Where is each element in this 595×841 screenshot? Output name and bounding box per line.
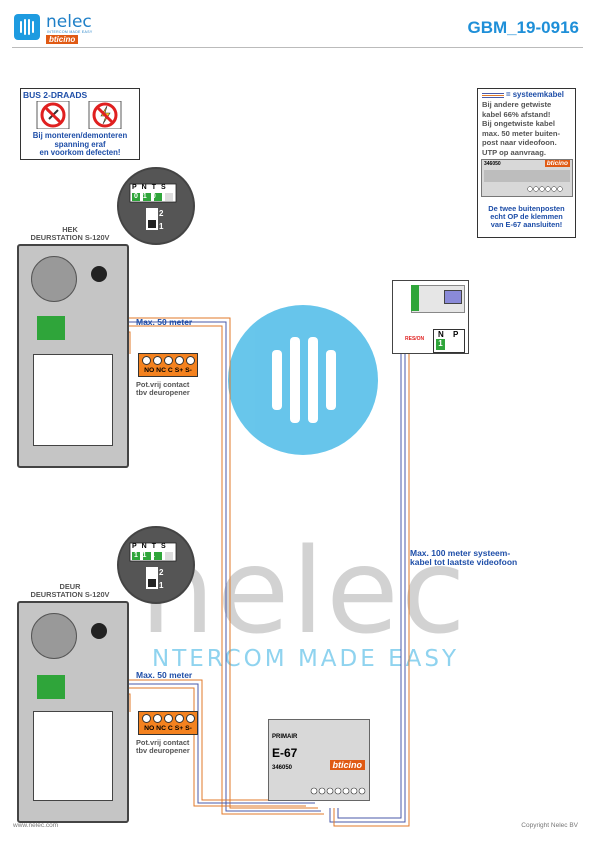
station-2-title-1: DEUR (59, 582, 81, 591)
watermark-name: nelec (140, 522, 468, 660)
station-2-config-labels: PNTS (132, 543, 171, 550)
station-1-distance: Max. 50 meter (136, 317, 193, 327)
system-distance-2: kabel tot laatste videofoon (410, 557, 518, 567)
module-terminals (484, 170, 570, 192)
station-2-contact-note-2: tbv deuropener (136, 746, 190, 755)
document-id: GBM_19-0916 (467, 18, 579, 37)
footer-copyright: Copyright Nelec BV (521, 822, 578, 829)
e67-terminals (310, 787, 366, 795)
no-tools-icon (36, 101, 122, 129)
station-2-relay-terminals: NO NC C S+ S- (144, 725, 192, 732)
station-1-relay-block: NO NC C S+ S- (138, 353, 198, 377)
videophone-terminals (411, 285, 419, 311)
station-1-contact-note-2: tbv deuropener (136, 388, 190, 397)
station-2-title-2: DEURSTATION S-120V (30, 590, 110, 599)
station-2-relay-block: NO NC C S+ S- (138, 711, 198, 735)
module-brand: bticino (544, 160, 570, 167)
footnote-line-1: De twee buitenposten (488, 204, 565, 213)
brand-name: nelec (46, 12, 92, 32)
station-2-config-callout (117, 526, 195, 604)
station-1-switch-top: 2 (159, 209, 164, 218)
system-cable-legend-icon (482, 93, 504, 98)
note-line-4: max. 50 meter buiten- (482, 128, 561, 138)
station-2-config-values: 111 (134, 552, 160, 559)
speaker-grille (31, 613, 77, 659)
watermark-logo-icon (228, 305, 378, 455)
station-2-button-frame (33, 711, 113, 801)
videophone-unit: N P 1 RES/ON (392, 280, 469, 354)
note-line-1: Bij andere getwiste (482, 100, 552, 109)
warning-line-1: Bij monteren/demonteren (32, 131, 128, 140)
station-1-config-values: 010 (134, 193, 161, 200)
header-divider (12, 47, 583, 48)
note-line-3: Bij ongetwiste kabel (482, 119, 556, 128)
camera-icon (91, 266, 107, 282)
e67-brand: bticino (329, 760, 365, 770)
nelec-logo-icon (14, 14, 40, 40)
station-2-switch-top: 2 (159, 568, 164, 577)
brand-tagline: INTERCOM MADE EASY (47, 30, 93, 34)
station-1-switch-bottom: 1 (159, 222, 164, 231)
system-cable-legend: = systeemkabel (506, 90, 564, 99)
videophone-terminal-label: RES/ON (405, 336, 425, 342)
videophone-config: N P 1 (433, 329, 465, 353)
station-1-contact-note-1: Pot.vrij contact (136, 380, 190, 389)
videophone-config-label-p: P (453, 330, 459, 339)
note-line-2: kabel 66% afstand! (482, 109, 551, 119)
warning-line-3: en voorkom defecten! (39, 148, 121, 157)
videophone-config-value: 1 (436, 339, 445, 350)
module-code: 346050 (484, 161, 501, 167)
screen-icon (444, 290, 462, 304)
footnote-line-3: van E-67 aansluiten! (490, 220, 563, 229)
warning-title: BUS 2-DRAADS (23, 90, 88, 100)
station-1-title-2: DEURSTATION S-120V (30, 233, 110, 242)
videophone-config-label-n: N (438, 330, 444, 339)
station-1-panel (17, 244, 129, 468)
station-2-panel (17, 601, 129, 823)
footer-url: www.nelec.com (13, 822, 59, 829)
station-1-config-labels: PNTS (132, 184, 171, 191)
station-2-distance: Max. 50 meter (136, 670, 193, 680)
station-2-terminal-block (37, 675, 65, 699)
system-cable-note: = systeemkabel Bij andere getwiste kabel… (477, 88, 576, 238)
warning-box: BUS 2-DRAADS Bij monteren/demonteren spa… (20, 88, 140, 160)
e67-power-supply: PRIMAIR E-67 346050 bticino (268, 719, 370, 801)
footnote-line-2: echt OP de klemmen (490, 212, 563, 221)
station-2-contact-note-1: Pot.vrij contact (136, 738, 190, 747)
partner-logo: bticino (46, 35, 79, 44)
station-1-button-frame (33, 354, 113, 446)
note-line-5: post naar videofoon. (482, 138, 557, 147)
e67-code: 346050 (272, 765, 293, 771)
e67-module-thumbnail: 346050 bticino (481, 159, 573, 197)
speaker-grille (31, 256, 77, 302)
warning-line-2: spanning eraf (54, 139, 106, 149)
station-2-switch-bottom: 1 (159, 581, 164, 590)
station-1-terminal-block (37, 316, 65, 340)
station-1-relay-terminals: NO NC C S+ S- (144, 367, 192, 374)
station-1-title-1: HEK (62, 225, 78, 234)
e67-label: PRIMAIR (272, 734, 298, 740)
station-1-config-callout (117, 167, 195, 245)
note-line-6: UTP op aanvraag. (482, 147, 547, 157)
videophone-body (411, 285, 465, 313)
system-distance-1: Max. 100 meter systeem- (410, 548, 511, 558)
e67-model: E-67 (272, 746, 298, 760)
camera-icon (91, 623, 107, 639)
